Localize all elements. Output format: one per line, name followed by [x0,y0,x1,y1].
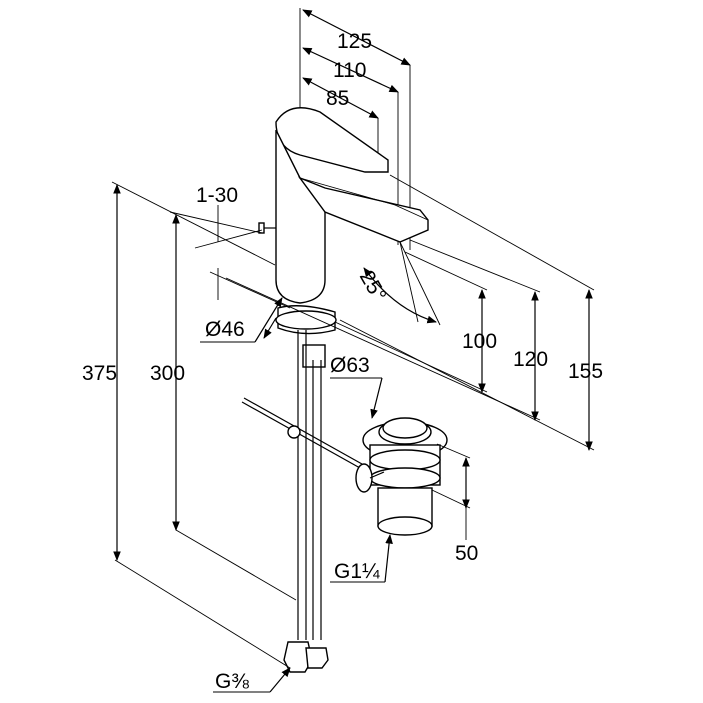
supply-hoses [283,330,329,673]
dim-375-label: 375 [82,362,117,385]
dim-angle-label: 25° [355,267,391,306]
right-dimension-lines [225,174,595,540]
dim-handle-range-label: 1-30 [196,184,238,207]
diameter-leaders [200,297,393,693]
dim-waste-thread-label: G1¼ [334,560,380,583]
dim-100-label: 100 [462,330,497,353]
dim-155-label: 155 [568,360,603,383]
top-dimension-lines [299,8,411,250]
dim-120-label: 120 [513,348,548,371]
height-dimension-lines [111,181,297,669]
dim-125-label: 125 [337,30,372,53]
dim-110-label: 110 [333,59,366,82]
waste-valve [355,417,448,536]
dim-85-label: 85 [326,87,349,110]
dim-waste-diameter-label: Ø63 [330,354,370,377]
dim-connection-thread-label: G⅜ [215,670,249,693]
dim-300-label: 300 [150,362,185,385]
popup-rod [241,397,363,469]
dim-50-label: 50 [455,542,478,565]
tap-body [258,107,429,368]
dim-spout-diameter-label: Ø46 [205,318,245,341]
